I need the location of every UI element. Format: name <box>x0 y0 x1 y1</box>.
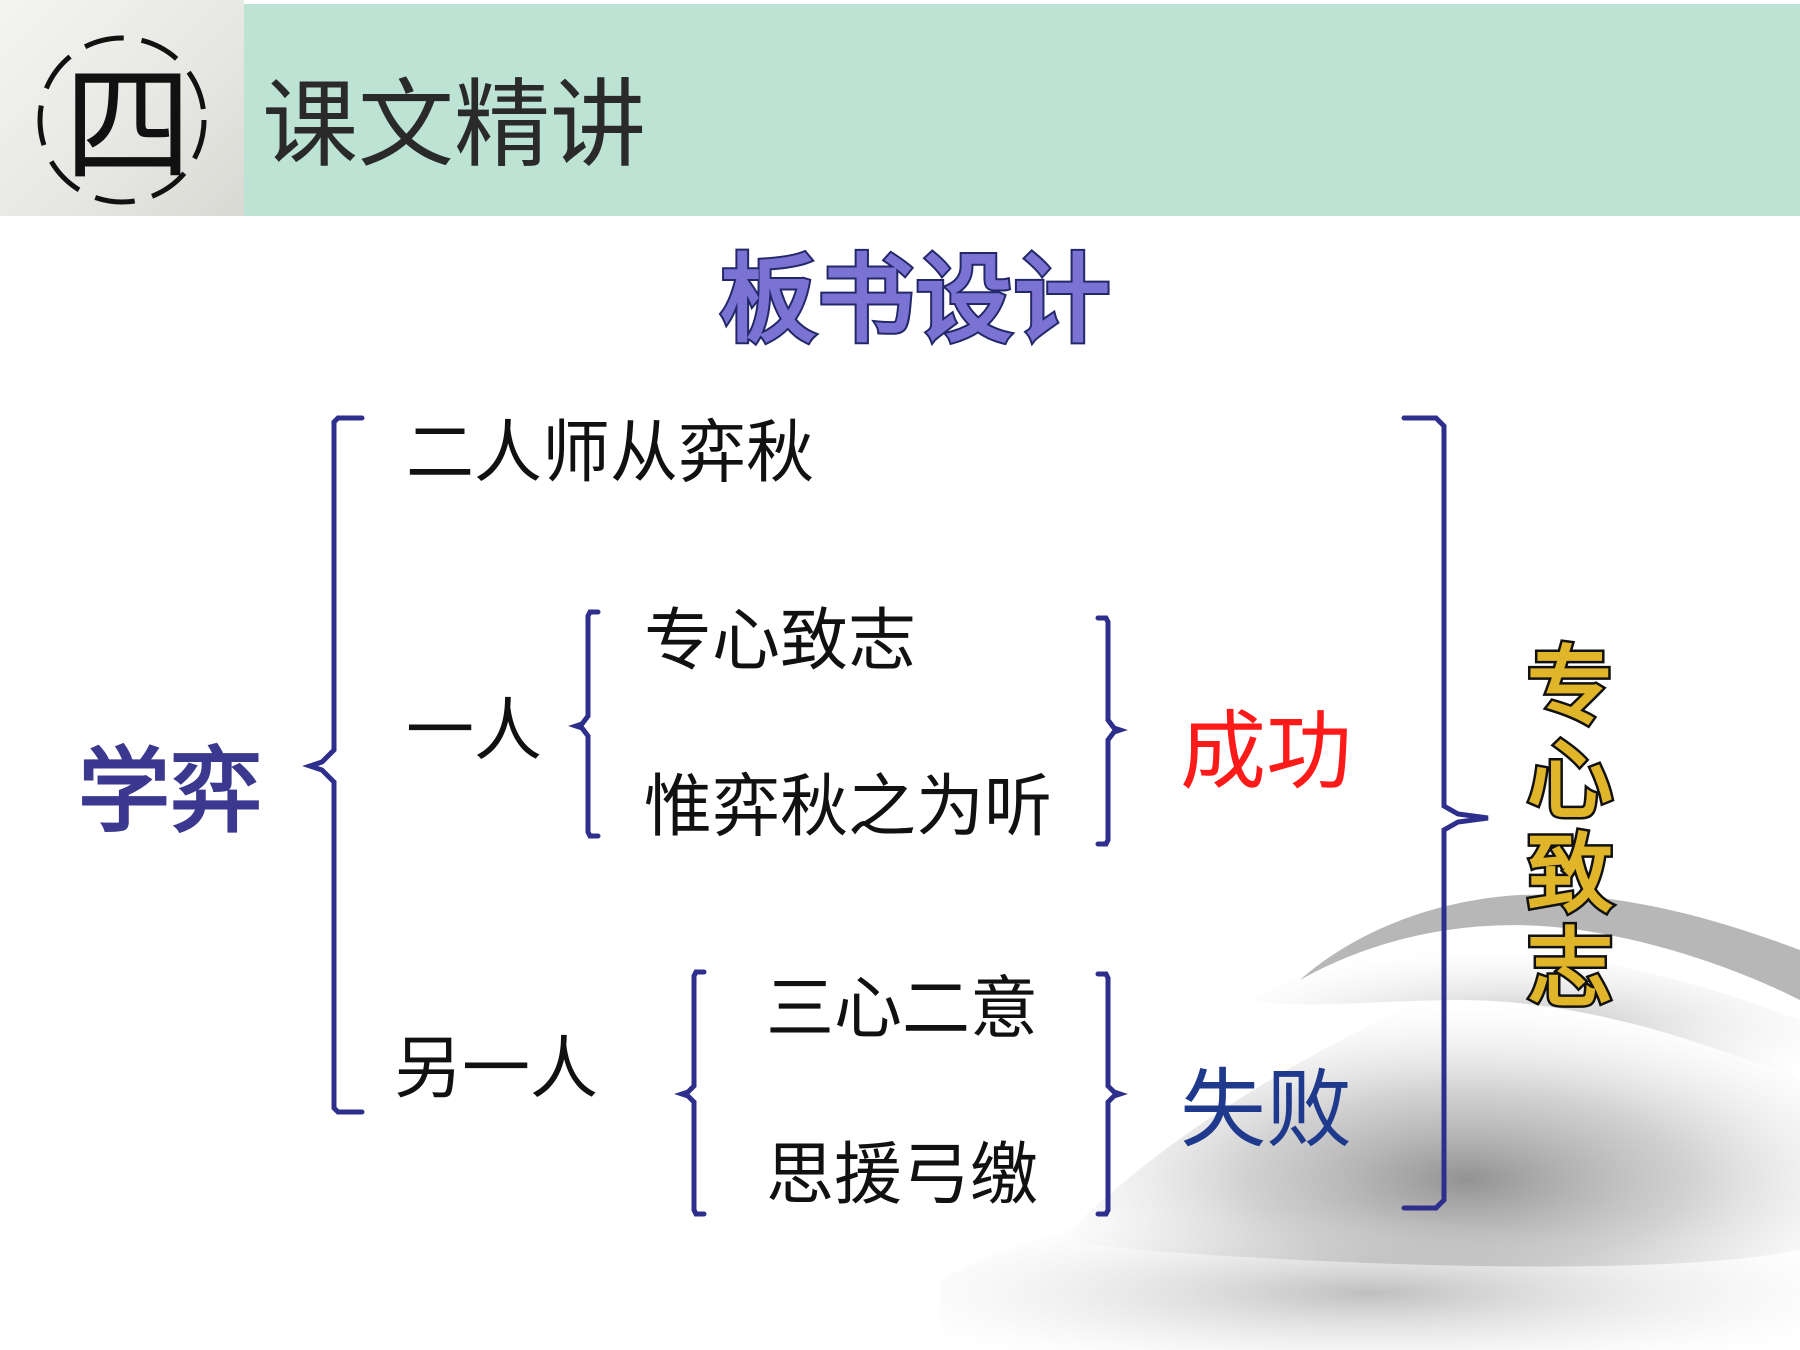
person-one-trait: 惟弈秋之为听 <box>644 768 1053 847</box>
person-two-bracket <box>674 969 707 1217</box>
person-two-trait: 三心二意 <box>766 970 1039 1049</box>
section-number-circle <box>37 35 207 205</box>
conclusion-char: 专 <box>1525 637 1616 737</box>
person-two-trait: 思援弓缴 <box>766 1136 1039 1215</box>
failure-label: 失败 <box>1180 1060 1352 1160</box>
person-one-bracket <box>568 609 601 839</box>
premise-text: 二人师从弈秋 <box>406 414 815 493</box>
person-one-result-bracket <box>1095 615 1128 847</box>
board-design-title: 板书设计 <box>718 242 1112 358</box>
header-band <box>244 4 1800 216</box>
person-two-result-bracket <box>1095 971 1128 1217</box>
section-number: 四 <box>63 52 192 201</box>
conclusion-char: 致 <box>1525 825 1616 925</box>
root-bracket <box>302 415 365 1115</box>
conclusion-bracket <box>1401 415 1489 1211</box>
person-one-trait: 专心致志 <box>644 602 917 681</box>
conclusion-text: 专 心 致 志 <box>1520 637 1620 1019</box>
page-title: 课文精讲 <box>262 69 646 181</box>
root-label: 学弈 <box>78 738 263 845</box>
person-two-label: 另一人 <box>394 1030 599 1109</box>
person-one-label: 一人 <box>406 692 543 771</box>
conclusion-char: 志 <box>1525 919 1616 1019</box>
conclusion-char: 心 <box>1525 731 1616 831</box>
success-label: 成功 <box>1180 702 1352 802</box>
